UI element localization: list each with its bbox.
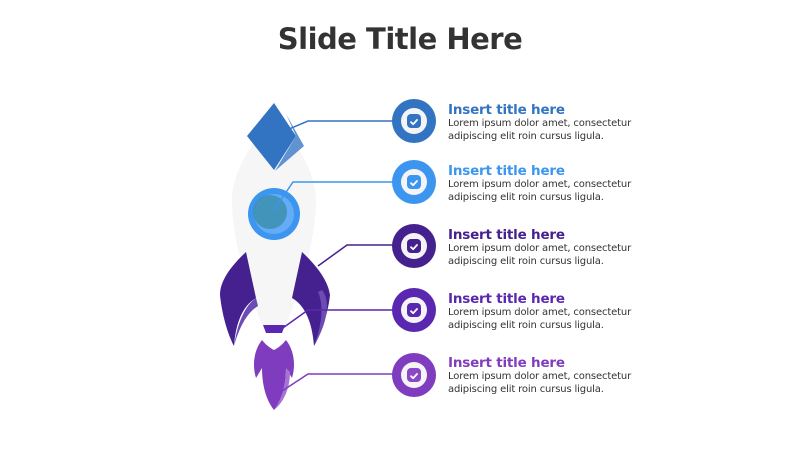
step-text-line-1: Lorem ipsum dolor amet, consectetur	[448, 243, 632, 254]
connector-line-4	[279, 309, 395, 331]
step-text-line-2: adipiscing elit roin cursus ligula.	[448, 255, 604, 267]
connector-line-1	[281, 120, 395, 133]
step-title: Insert title here	[448, 102, 565, 118]
step-title: Insert title here	[448, 291, 565, 307]
step-title: Insert title here	[448, 163, 565, 179]
step-title: Insert title here	[448, 355, 565, 371]
check-icon	[407, 239, 421, 253]
rocket-left-fin	[220, 252, 256, 346]
step-text-line-1: Lorem ipsum dolor amet, consectetur	[448, 179, 632, 190]
step-text-line-2: adipiscing elit roin cursus ligula.	[448, 383, 604, 395]
rocket-diamond	[247, 103, 296, 170]
connector-line-3	[317, 244, 395, 267]
step-4-badge	[392, 288, 436, 332]
slide-title: Slide Title Here	[277, 22, 523, 56]
step-text-line-2: adipiscing elit roin cursus ligula.	[448, 191, 604, 203]
step-3-badge	[392, 224, 436, 268]
step-4: Insert title here Lorem ipsum dolor amet…	[448, 291, 648, 332]
step-2-badge	[392, 160, 436, 204]
step-2: Insert title here Lorem ipsum dolor amet…	[448, 163, 648, 204]
rocket-nozzle	[263, 325, 285, 333]
step-1-badge	[392, 99, 436, 143]
step-title: Insert title here	[448, 227, 565, 243]
check-icon	[407, 368, 421, 382]
step-3: Insert title here Lorem ipsum dolor amet…	[448, 227, 648, 268]
check-icon	[407, 114, 421, 128]
step-text-line-1: Lorem ipsum dolor amet, consectetur	[448, 371, 632, 382]
step-text-line-1: Lorem ipsum dolor amet, consectetur	[448, 118, 632, 129]
step-text-line-2: adipiscing elit roin cursus ligula.	[448, 130, 604, 142]
step-1: Insert title here Lorem ipsum dolor amet…	[448, 102, 648, 143]
connector-line-2	[273, 181, 395, 211]
step-text-line-2: adipiscing elit roin cursus ligula.	[448, 319, 604, 331]
check-icon	[407, 303, 421, 317]
step-5: Insert title here Lorem ipsum dolor amet…	[448, 355, 648, 396]
step-5-badge	[392, 353, 436, 397]
check-icon	[407, 175, 421, 189]
step-text-line-1: Lorem ipsum dolor amet, consectetur	[448, 307, 632, 318]
rocket-flame	[254, 340, 294, 410]
connector-line-5	[275, 373, 395, 396]
